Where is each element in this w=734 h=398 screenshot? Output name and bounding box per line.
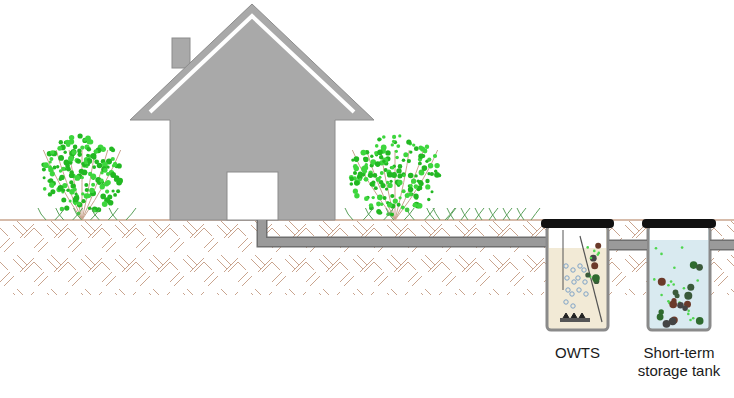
tank-label: Short-term storage tank — [631, 344, 727, 380]
connecting-pipe — [609, 245, 647, 246]
house — [130, 4, 374, 220]
tank-node: Short-term storage tank — [648, 226, 710, 330]
tank-label: OWTS — [543, 344, 613, 362]
ground-line — [0, 219, 734, 221]
storage-tank — [642, 219, 716, 330]
tank-node: OWTS — [547, 226, 608, 330]
sewer-pipe — [262, 220, 547, 242]
bush — [345, 134, 540, 220]
outlet-pipe — [710, 240, 734, 251]
owts-tank — [541, 219, 614, 330]
bush — [38, 133, 136, 220]
soil — [0, 220, 734, 295]
